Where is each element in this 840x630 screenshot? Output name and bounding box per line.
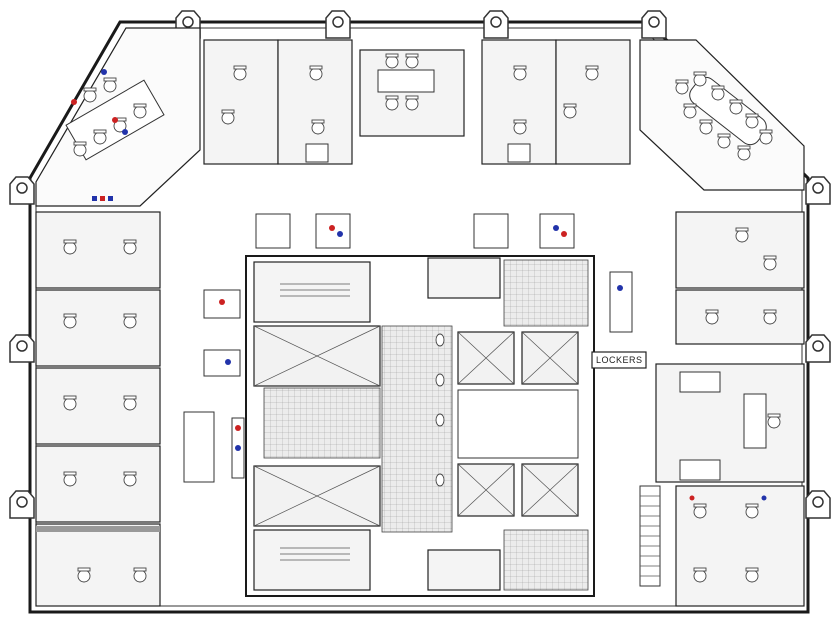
workstations (183, 213, 633, 483)
building-column-icon (9, 334, 35, 363)
building-column-icon (641, 10, 667, 39)
toilet-icon (435, 333, 445, 487)
building-core (245, 255, 595, 597)
building-column-icon (325, 10, 351, 39)
lockers-label: LOCKERS (596, 355, 643, 365)
building-column-icon (9, 490, 35, 519)
lockers-area: LOCKERS (591, 351, 661, 587)
building-column-icon (805, 334, 831, 363)
building-column-icon (805, 176, 831, 205)
conference-room (639, 39, 805, 191)
office-top-left (35, 27, 201, 207)
building-column-icon (9, 176, 35, 205)
building-column-icon (483, 10, 509, 39)
offices-left-column (35, 211, 161, 607)
stair-icon (253, 261, 371, 323)
offices-top-row (203, 39, 631, 165)
building-column-icon (805, 490, 831, 519)
offices-right-column (655, 211, 805, 607)
